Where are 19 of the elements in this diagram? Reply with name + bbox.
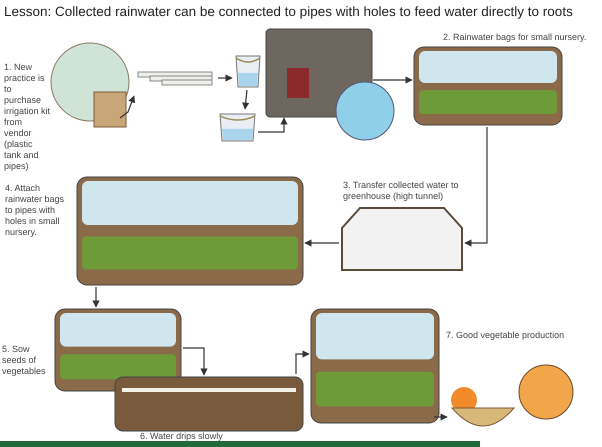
step-label: 7. Good vegetable production xyxy=(446,330,566,341)
arrow xyxy=(258,117,288,133)
step-label: 5. Sow seeds of vegetables xyxy=(2,344,47,377)
title: Lesson: Collected rainwater can be connected to pipes with holes to feed water directly to roots xyxy=(4,4,573,19)
arrow xyxy=(120,95,136,118)
step-label: 1. New practice is to purchase irrigation kit from vendor (plastic tank and pipes) xyxy=(4,62,50,172)
step-label: 2. Rainwater bags for small nursery. xyxy=(443,32,588,43)
arrow xyxy=(92,287,100,308)
arrow xyxy=(218,74,233,82)
arrow xyxy=(304,239,339,247)
step-label: 4. Attach rainwater bags to pipes with holes in small nursery. xyxy=(5,183,66,238)
arrow xyxy=(434,413,448,421)
arrow xyxy=(183,347,208,376)
arrow xyxy=(242,90,250,110)
arrow xyxy=(373,76,413,84)
arrow xyxy=(295,350,310,374)
arrow xyxy=(464,127,488,247)
step-label: 6. Water drips slowly xyxy=(140,431,224,442)
step-label: 3. Transfer collected water to greenhouse (high tunnel) xyxy=(343,180,460,202)
